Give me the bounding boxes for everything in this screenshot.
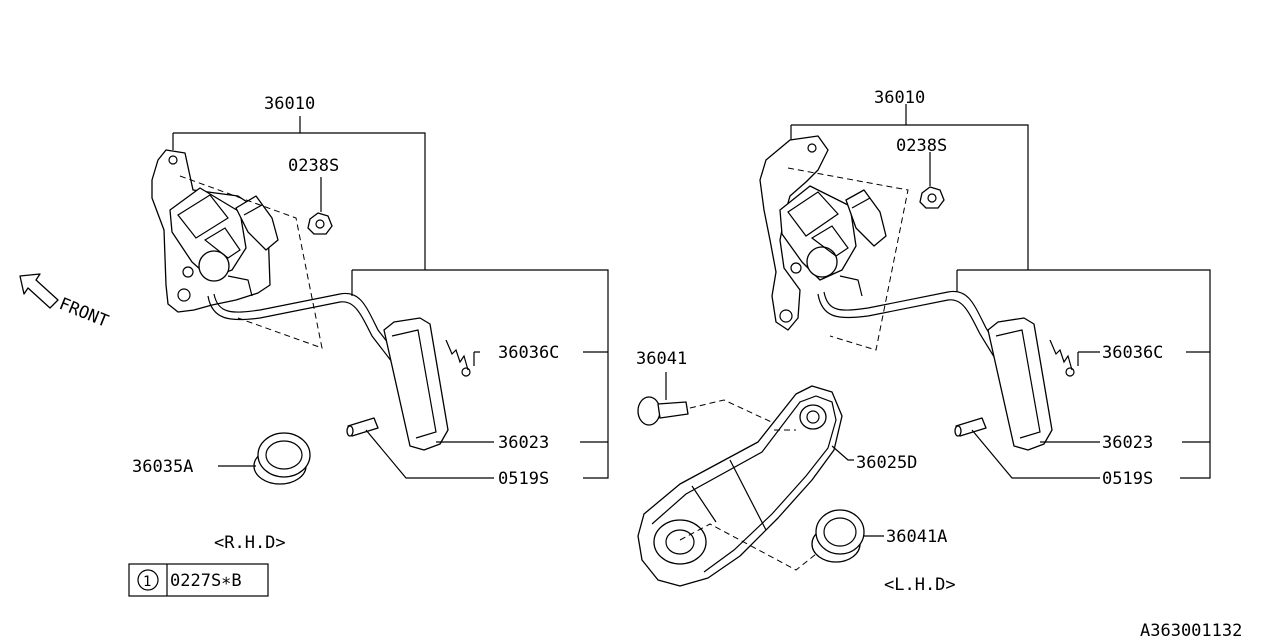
mounting-bracket bbox=[637, 385, 843, 587]
lhd-pedal-bracket bbox=[759, 135, 829, 331]
rhd-return-spring bbox=[445, 339, 469, 371]
lhd-pedal-pad bbox=[987, 317, 1053, 451]
label-lhd-assembly: 36010 bbox=[874, 88, 925, 108]
legend-number: 1 bbox=[143, 574, 151, 590]
label-lhd-nut: 0238S bbox=[896, 136, 947, 156]
rhd-pin bbox=[346, 417, 379, 437]
label-rhd-stopper: 36035A bbox=[132, 457, 193, 477]
label-rhd: <R.H.D> bbox=[214, 533, 286, 553]
label-lhd-stopper: 36041A bbox=[886, 527, 947, 547]
label-rhd-nut: 0238S bbox=[288, 156, 339, 176]
label-front: FRONT bbox=[56, 294, 111, 332]
label-rhd-assembly: 36010 bbox=[264, 94, 315, 114]
lhd-stopper bbox=[811, 509, 865, 563]
rhd-flange-nut bbox=[307, 212, 333, 235]
rhd-pedal-pad bbox=[383, 317, 449, 451]
rhd-stopper bbox=[253, 432, 311, 485]
label-rhd-spring: 36036C bbox=[498, 343, 559, 363]
label-rhd-pad: 36023 bbox=[498, 433, 549, 453]
label-lhd-spring: 36036C bbox=[1102, 343, 1163, 363]
label-lhd: <L.H.D> bbox=[884, 575, 956, 595]
lhd-pedal-assembly bbox=[759, 135, 1075, 451]
legend-table bbox=[128, 563, 269, 597]
lhd-return-spring bbox=[1049, 339, 1073, 371]
rhd-sensor-body bbox=[169, 187, 247, 279]
bolt bbox=[637, 396, 689, 426]
rhd-pedal-assembly bbox=[151, 149, 471, 485]
label-lhd-pin: 0519S bbox=[1102, 469, 1153, 489]
lhd-pin bbox=[954, 417, 987, 437]
label-bolt: 36041 bbox=[636, 349, 687, 369]
legend-part: 0227S∗B bbox=[170, 571, 242, 591]
lhd-sensor-body bbox=[779, 185, 857, 281]
front-arrow-icon bbox=[19, 273, 59, 309]
label-bracket: 36025D bbox=[856, 453, 917, 473]
label-lhd-pad: 36023 bbox=[1102, 433, 1153, 453]
diagram-code: A363001132 bbox=[1140, 621, 1242, 640]
lhd-flange-nut bbox=[919, 186, 945, 209]
label-rhd-pin: 0519S bbox=[498, 469, 549, 489]
